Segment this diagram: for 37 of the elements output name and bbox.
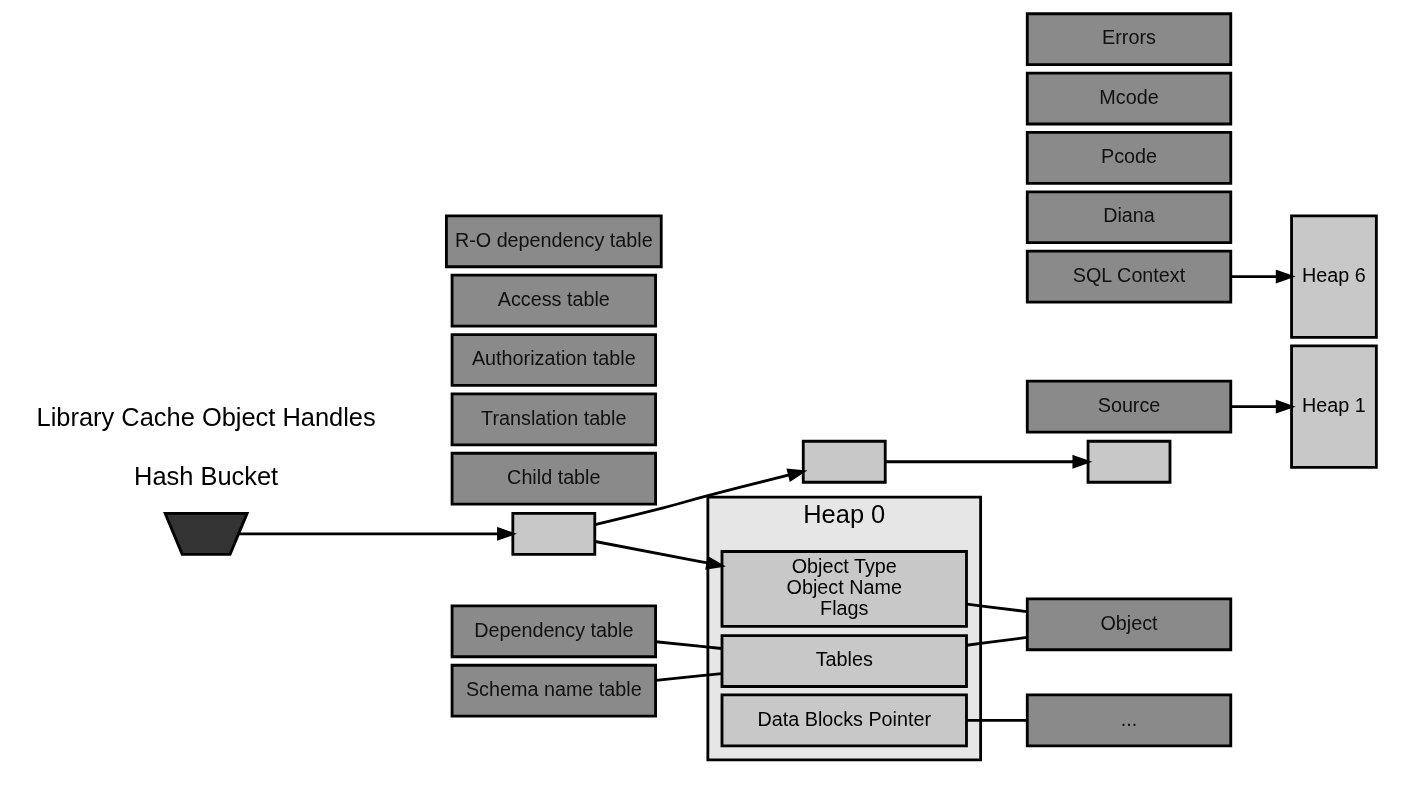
- node-box: ...: [1025, 693, 1232, 748]
- node-box: [510, 511, 596, 556]
- node-box: Source: [1025, 379, 1232, 434]
- arrow: [884, 454, 1092, 469]
- node-box: Mcode: [1025, 71, 1232, 126]
- node-box: Child table: [450, 451, 657, 506]
- connector: [966, 636, 1027, 647]
- connector: [966, 602, 1027, 614]
- arrow: [238, 526, 517, 541]
- arrow: [1230, 269, 1296, 284]
- connector: [655, 672, 722, 682]
- node-box: Errors: [1025, 12, 1232, 67]
- connector: [655, 640, 722, 650]
- node-box: SQL Context: [1025, 249, 1232, 304]
- node-box: Diana: [1025, 190, 1232, 245]
- node-trapezium: [162, 511, 249, 556]
- node-box: R-O dependency table: [444, 214, 663, 269]
- node-box: Heap 1: [1289, 344, 1378, 469]
- node-box: Tables: [720, 634, 968, 688]
- node-box: [801, 439, 887, 484]
- node-box: Pcode: [1025, 131, 1232, 185]
- node-box: Object: [1025, 597, 1232, 652]
- node-box: Dependency table: [450, 604, 657, 659]
- connector: [966, 718, 1027, 722]
- label: Library Cache Object Handles: [36, 402, 376, 431]
- node-box: Schema name table: [450, 663, 657, 718]
- arrow: [1230, 399, 1296, 414]
- node-box: Translation table: [450, 392, 657, 447]
- node-box: Heap 6: [1289, 214, 1378, 339]
- node-box: Object Type Object Name Flags: [720, 550, 968, 628]
- arrow: [594, 468, 807, 526]
- node-box: Access table: [450, 273, 657, 328]
- node-box: Data Blocks Pointer: [720, 693, 968, 748]
- node-box: [1086, 439, 1171, 484]
- arrow: [594, 540, 726, 570]
- label: Hash Bucket: [133, 461, 278, 490]
- node-box: Authorization table: [450, 333, 657, 387]
